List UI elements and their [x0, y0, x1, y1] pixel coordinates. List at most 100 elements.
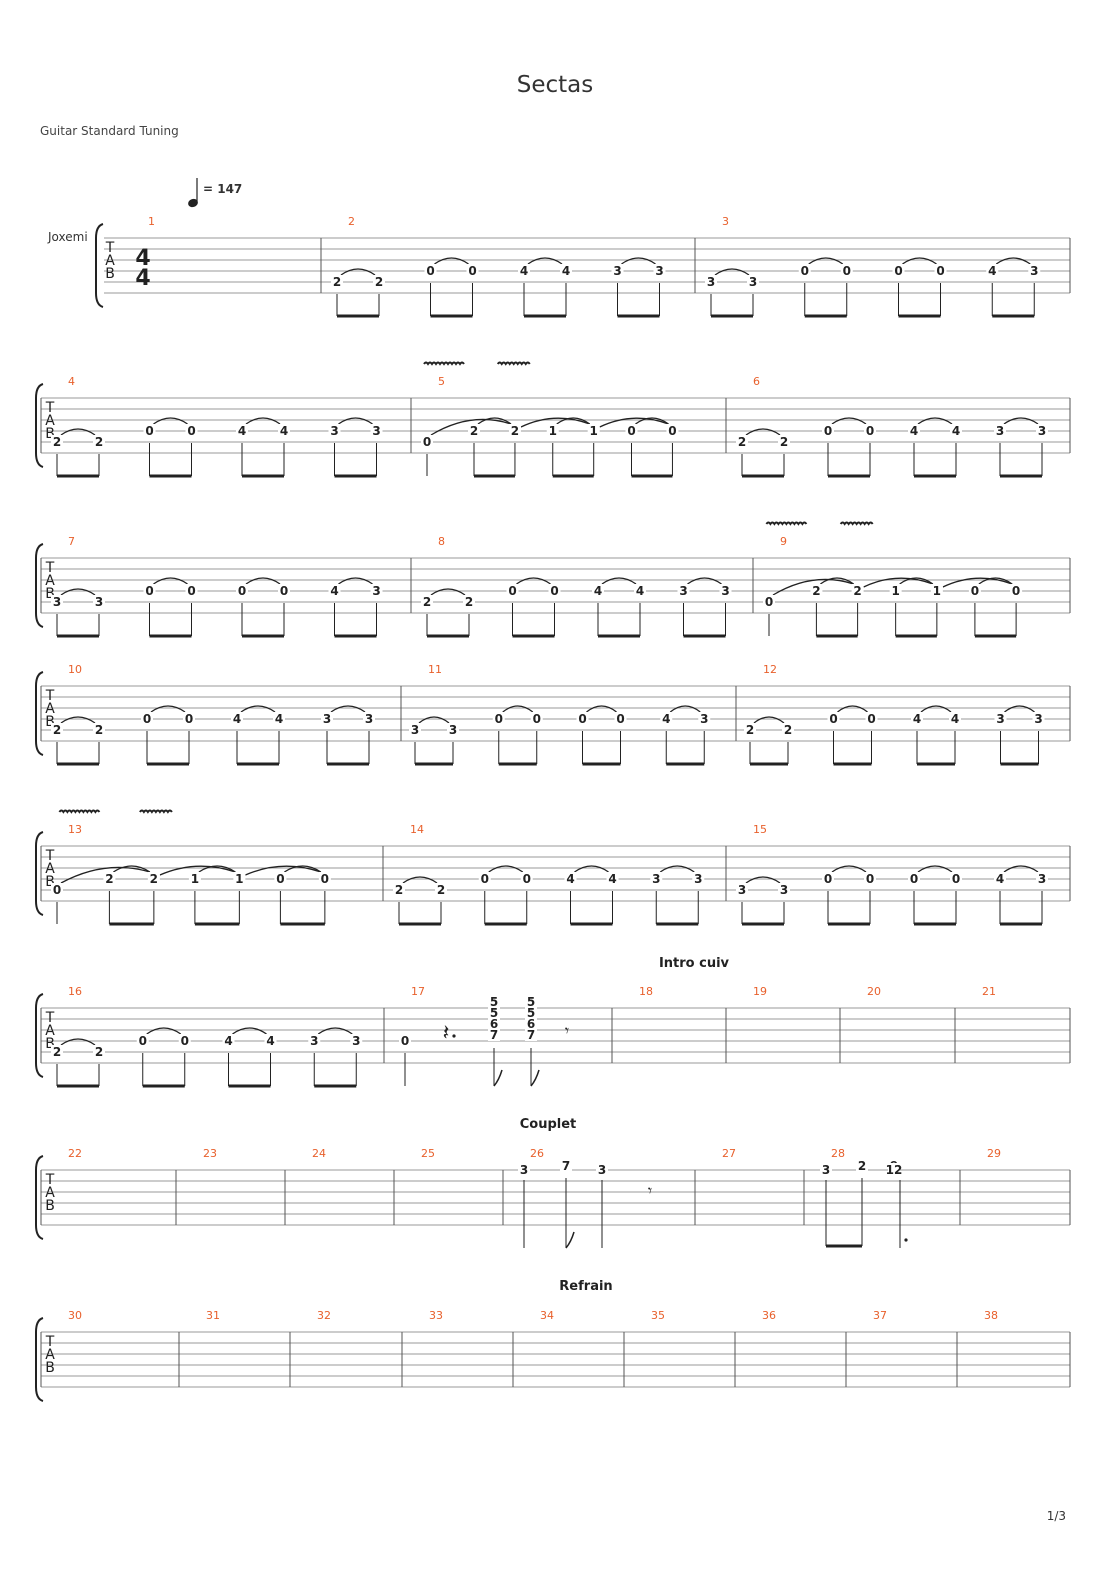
fret-bg — [525, 995, 537, 1008]
fret-number: 3 — [721, 584, 729, 598]
tie-arc — [477, 417, 512, 425]
fret-bg — [51, 883, 63, 896]
slur-arc — [60, 866, 151, 884]
measure-number: 26 — [530, 1147, 544, 1160]
tie-arc — [146, 1027, 182, 1035]
measure-number: 15 — [753, 823, 767, 836]
fret-number: 2 — [511, 424, 519, 438]
fret-bg — [185, 424, 198, 437]
fret-bg — [606, 872, 619, 885]
fret-bg — [986, 264, 999, 277]
system-bracket — [35, 831, 44, 916]
fret-number: 3 — [652, 872, 660, 886]
fret-bg — [236, 584, 248, 597]
measure-number: 18 — [639, 985, 653, 998]
fret-number: 0 — [1012, 584, 1020, 598]
fret-number: 3 — [822, 1163, 830, 1177]
fret-bg — [827, 712, 840, 725]
vibrato-mark — [839, 521, 874, 526]
fret-bg — [488, 1028, 500, 1041]
tie-arc — [60, 1038, 96, 1046]
vibrato-mark — [423, 361, 465, 366]
fret-bg — [822, 424, 834, 437]
fret-number: 3 — [1038, 872, 1046, 886]
tie-arc — [714, 268, 750, 276]
fret-bg — [488, 1017, 500, 1030]
tie-arc — [232, 1027, 267, 1035]
measure-number: 29 — [987, 1147, 1001, 1160]
fret-number: 3 — [53, 595, 61, 609]
fret-number: 1 — [891, 584, 899, 598]
fret-bg — [778, 883, 790, 896]
fret-bg — [1036, 872, 1048, 885]
measure-number: 24 — [312, 1147, 326, 1160]
fret-bg — [864, 872, 876, 885]
fret-number: 0 — [824, 424, 832, 438]
measure-number: 25 — [421, 1147, 435, 1160]
fret-number: 0 — [508, 584, 516, 598]
slur-arc — [599, 417, 669, 428]
fret-bg — [463, 595, 475, 608]
fret-number: 0 — [276, 872, 284, 886]
slur-arc — [520, 417, 590, 428]
fret-bg — [949, 712, 961, 725]
fret-bg — [178, 1034, 191, 1047]
fret-bg — [231, 712, 243, 725]
fret-number: 4 — [910, 424, 918, 438]
fret-bg — [634, 584, 646, 597]
tie-arc — [338, 417, 373, 425]
fret-number: 0 — [627, 424, 635, 438]
fret-bg — [548, 584, 561, 597]
tab-letter: T — [45, 1010, 55, 1026]
tie-arc — [745, 428, 781, 436]
fret-number: 4 — [952, 424, 960, 438]
measure-number: 38 — [984, 1309, 998, 1322]
fret-bg — [51, 595, 63, 608]
fret-bg — [576, 712, 589, 725]
fret-bg — [264, 1034, 277, 1047]
tie-arc — [574, 865, 609, 873]
measure-number: 1 — [148, 215, 155, 228]
tie-arc — [902, 257, 937, 265]
fret-number: 2 — [784, 723, 792, 737]
tie-arc — [978, 577, 1013, 585]
measure-number: 7 — [68, 535, 75, 548]
fret-bg — [278, 424, 290, 437]
fret-bg — [525, 1028, 537, 1041]
fret-bg — [51, 1045, 63, 1058]
fret-bg — [908, 424, 920, 437]
tie-arc — [317, 1027, 353, 1035]
tie-arc — [527, 257, 563, 265]
tab-letter: B — [45, 1198, 55, 1214]
fret-bg — [950, 424, 962, 437]
fret-bg — [856, 1159, 868, 1172]
fret-number: 1 — [235, 872, 243, 886]
slur-arc — [942, 577, 1013, 588]
fret-number: 0 — [765, 595, 773, 609]
fret-number: 0 — [866, 872, 874, 886]
fret-bg — [650, 872, 663, 885]
fret-bg — [51, 723, 63, 736]
slur-arc — [430, 418, 512, 436]
fret-number: 0 — [187, 584, 195, 598]
tie-arc — [153, 417, 188, 425]
fret-bg — [820, 1163, 832, 1176]
fret-bg — [51, 435, 63, 448]
fret-number: 5 — [490, 995, 498, 1009]
fret-number: 0 — [185, 712, 193, 726]
tie-arc — [430, 588, 466, 596]
fret-number: 2 — [780, 435, 788, 449]
fret-number: 1 — [191, 872, 199, 886]
fret-number: 2 — [150, 872, 158, 886]
tab-letter: A — [45, 701, 55, 717]
tab-letter: A — [105, 253, 115, 269]
fret-bg — [1028, 264, 1041, 277]
tab-letter: B — [45, 1360, 55, 1376]
tie-arc — [820, 577, 854, 585]
dot — [904, 1238, 908, 1242]
fret-number: 4 — [594, 584, 602, 598]
fret-number: 3 — [1030, 264, 1038, 278]
fret-bg — [778, 435, 790, 448]
fret-bg — [587, 424, 600, 437]
note-flag — [530, 1069, 540, 1087]
